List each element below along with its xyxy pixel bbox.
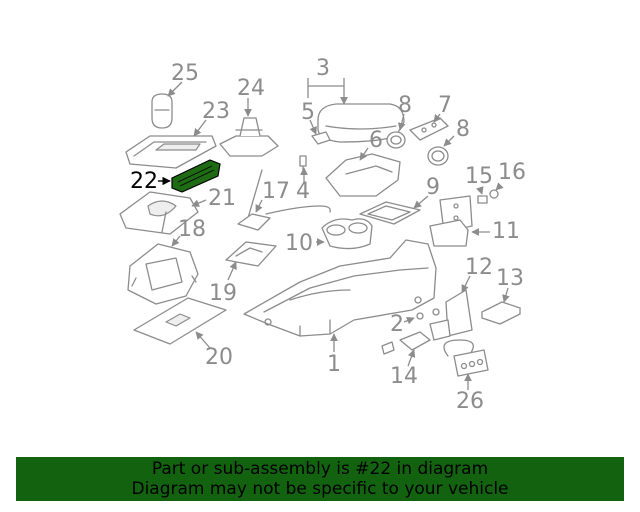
banner-line-1: Part or sub-assembly is #22 in diagram	[151, 459, 489, 479]
callout-7: 7	[438, 93, 452, 118]
callout-3: 3	[316, 56, 330, 81]
callout-22: 22	[130, 169, 158, 194]
part-7-bracket	[409, 117, 449, 141]
part-25-shift-knob	[151, 93, 173, 129]
leader-lines	[158, 78, 510, 390]
part-11-module	[429, 195, 473, 247]
banner-line-2: Diagram may not be specific to your vehi…	[131, 479, 509, 499]
callout-1: 1	[327, 352, 341, 377]
part-14-bracket	[381, 331, 431, 355]
part-4-pin	[299, 155, 307, 173]
part-10-cup-holder	[321, 218, 373, 250]
info-banner: Part or sub-assembly is #22 in diagram D…	[16, 457, 624, 501]
part-23-bezel	[125, 135, 217, 169]
part-16-fastener	[489, 189, 499, 199]
callout-8b: 8	[456, 117, 470, 142]
callout-labels: 25 23 24 3 5 8 7 8 6 15 16 9 22 4 17 21 …	[130, 56, 526, 414]
callout-5: 5	[301, 100, 315, 125]
part-15-fastener	[477, 195, 488, 204]
part-9-mat	[359, 201, 421, 225]
part-6-storage-bin	[325, 153, 401, 197]
callout-12: 12	[465, 255, 493, 280]
part-8a-ring	[386, 131, 406, 149]
part-17-shift-cable	[237, 169, 331, 231]
callout-15: 15	[465, 164, 493, 189]
callout-23: 23	[202, 99, 230, 124]
part-22-highlighted	[171, 159, 221, 193]
callout-17: 17	[262, 179, 290, 204]
callout-2: 2	[390, 312, 404, 337]
callout-24: 24	[237, 76, 265, 101]
callout-21: 21	[208, 186, 236, 211]
callout-26: 26	[456, 389, 484, 414]
part-19-bracket	[225, 241, 277, 267]
part-2-clip	[416, 308, 440, 320]
callout-6: 6	[369, 128, 383, 153]
part-13-module	[481, 301, 521, 325]
callout-8a: 8	[398, 93, 412, 118]
callout-11: 11	[492, 219, 520, 244]
callout-25: 25	[171, 61, 199, 86]
callout-19: 19	[209, 281, 237, 306]
callout-9: 9	[426, 175, 440, 200]
callout-16: 16	[498, 160, 526, 185]
part-26-switch	[443, 339, 489, 377]
part-8b-ring	[427, 146, 449, 166]
part-18-shifter-assembly	[127, 211, 199, 305]
part-5-latch	[311, 131, 331, 145]
callout-4: 4	[296, 179, 310, 204]
part-24-shift-boot	[219, 117, 279, 157]
callout-20: 20	[205, 345, 233, 370]
callout-10: 10	[285, 231, 313, 256]
callout-18: 18	[178, 217, 206, 242]
part-20-base-plate	[133, 297, 227, 345]
callout-14: 14	[390, 364, 418, 389]
part-12-bracket	[429, 289, 473, 341]
parts-diagram: 25 23 24 3 5 8 7 8 6 15 16 9 22 4 17 21 …	[119, 56, 526, 414]
part-21-shifter-top	[119, 191, 199, 235]
part-1-main-console	[243, 239, 437, 337]
callout-13: 13	[496, 266, 524, 291]
